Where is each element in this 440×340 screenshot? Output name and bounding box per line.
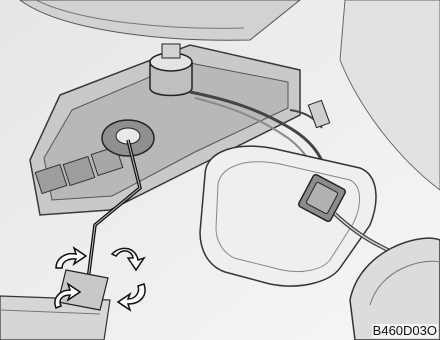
cylinder-cap <box>162 44 180 58</box>
figure-code: B460D03O <box>372 324 438 338</box>
